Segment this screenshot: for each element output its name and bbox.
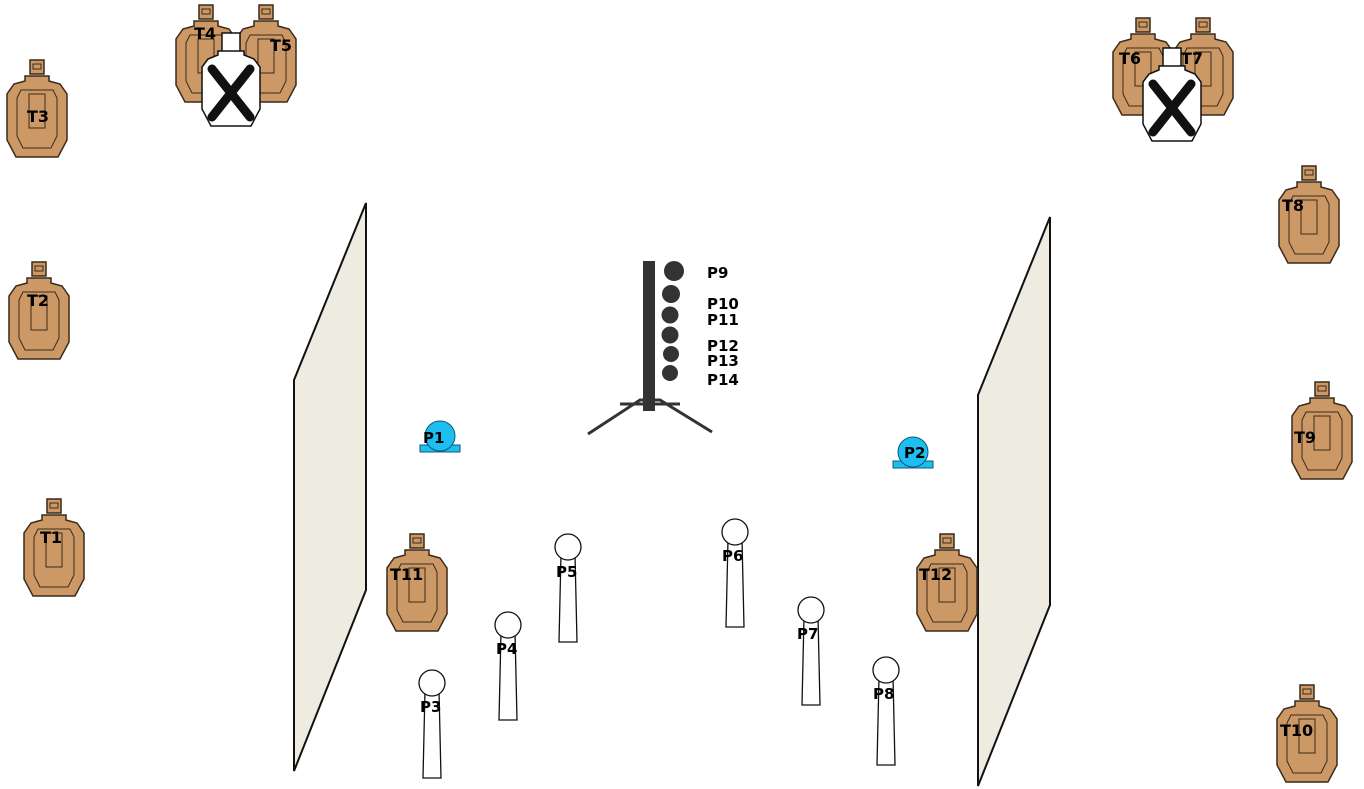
target-t4: T4 (175, 4, 237, 103)
popper-icon (721, 518, 749, 628)
target-t8: T8 (1278, 165, 1340, 264)
popper-label: P8 (873, 685, 894, 703)
popper-p6: P6 (721, 518, 749, 628)
right-wall (977, 216, 1051, 787)
popper-p7: P7 (797, 596, 825, 706)
popper-p3: P3 (418, 669, 446, 779)
popper-icon (554, 533, 582, 643)
target-label: T4 (194, 24, 216, 43)
popper-icon (494, 611, 522, 721)
popper-p8: P8 (872, 656, 900, 766)
target-label: T5 (270, 36, 292, 55)
plate-label-p11: P11 (707, 311, 739, 329)
target-t1: T1 (23, 498, 85, 597)
popper-icon (418, 669, 446, 779)
popper-icon (797, 596, 825, 706)
target-label: T12 (919, 565, 952, 584)
target-label: T8 (1282, 196, 1304, 215)
popper-icon (872, 656, 900, 766)
plate-label-p12: P12 (707, 337, 739, 355)
plate-label-p13: P13 (707, 352, 739, 370)
plate-label: P2 (904, 444, 925, 462)
dueling-tree-icon (587, 261, 713, 436)
target-label: T1 (40, 528, 62, 547)
target-label: T3 (27, 107, 49, 126)
target-t5: T5 (235, 4, 297, 103)
popper-label: P4 (496, 640, 517, 658)
popper-p5: P5 (554, 533, 582, 643)
target-t9: T9 (1291, 381, 1353, 480)
plate-label: P1 (423, 429, 444, 447)
silhouette-target-icon (23, 498, 85, 597)
target-t2: T2 (8, 261, 70, 360)
target-label: T9 (1294, 428, 1316, 447)
popper-label: P6 (722, 547, 743, 565)
target-label: T11 (390, 565, 423, 584)
target-label: T10 (1280, 721, 1313, 740)
target-t7: T7 (1172, 17, 1234, 116)
target-label: T7 (1181, 49, 1203, 68)
target-label: T2 (27, 291, 49, 310)
silhouette-target-icon (8, 261, 70, 360)
popper-label: P3 (420, 698, 441, 716)
target-t11: T11 (386, 533, 448, 632)
target-t6: T6 (1112, 17, 1174, 116)
plate-label-p9: P9 (707, 264, 728, 282)
plate-rack: P9 P10 P11 P12 P13 P14 (587, 261, 739, 436)
left-wall (293, 202, 367, 772)
plate-label-p14: P14 (707, 371, 739, 389)
plate-label-p10: P10 (707, 295, 739, 313)
popper-p4: P4 (494, 611, 522, 721)
target-t3: T3 (6, 59, 68, 158)
target-t12: T12 (916, 533, 978, 632)
plate-p1: P1 (419, 420, 461, 453)
plate-p2: P2 (892, 436, 934, 469)
popper-label: P7 (797, 625, 818, 643)
popper-label: P5 (556, 563, 577, 581)
target-t10: T10 (1276, 684, 1338, 783)
target-label: T6 (1119, 49, 1141, 68)
